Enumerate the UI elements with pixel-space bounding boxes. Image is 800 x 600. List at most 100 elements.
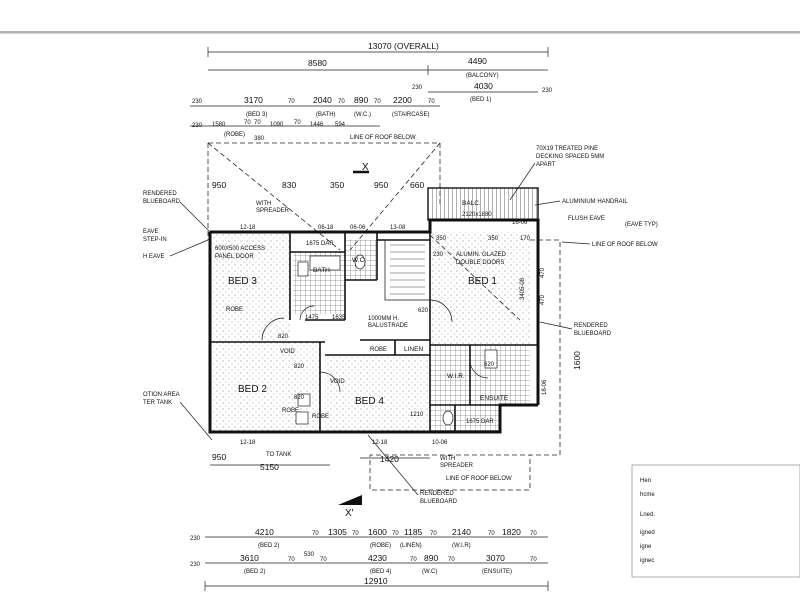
note-balustrade-1: 1000MM H. [368, 316, 399, 322]
dim-row3-70c: 70 [374, 99, 381, 105]
dim-3405: 3405-08 [520, 277, 526, 300]
top-dimensions: 13070 (OVERALL) 8580 4490 (BALCONY) 230 … [190, 41, 553, 142]
window-mark-3: 06-06 [350, 225, 366, 231]
note-handrail: ALUMINIUM HANDRAIL [562, 199, 628, 205]
dim-350c: 350 [488, 236, 499, 242]
note-flush-eave: FLUSH EAVE [568, 216, 605, 222]
cut-text-4: igned [640, 530, 655, 536]
dim-1210: 1210 [410, 412, 424, 418]
dim-b2-3610: 3610 [240, 553, 259, 563]
window-mark-8: 16-06 [512, 220, 528, 226]
fan-label-1: 1675 DAR [306, 241, 334, 247]
room-bed4: BED 4 [355, 396, 384, 407]
dim-4030: 4030 [474, 81, 493, 91]
dim-row4-230: 230 [192, 123, 203, 129]
room-robe-c: ROBE [282, 408, 299, 414]
cut-text-5: igne [640, 544, 652, 550]
dim-b2-70a: 70 [288, 557, 295, 563]
note-line-roof-bottom: LINE OF ROOF BELOW [446, 476, 512, 482]
dim-b1-1820: 1820 [502, 527, 521, 537]
dim-b2-wc: (W.C) [422, 569, 437, 575]
dim-470b: 470 [540, 294, 546, 305]
room-robe-b: ROBE [370, 347, 387, 353]
room-bed2: BED 2 [238, 384, 267, 395]
dim-b2-230: 230 [190, 562, 201, 568]
room-wc: W.C. [352, 257, 366, 264]
dim-620b: 620 [484, 362, 495, 368]
note-eave-left-1: EAVE [143, 229, 159, 235]
dim-950a: 950 [212, 180, 226, 190]
fan-label-2: 1675 DAR [466, 419, 494, 425]
dim-b1-4210: 4210 [255, 527, 274, 537]
dim-b1-70c: 70 [392, 531, 399, 537]
dim-b1-1305: 1305 [328, 527, 347, 537]
dim-row4-1580: 1580 [212, 122, 226, 128]
dim-230b: 230 [542, 88, 553, 94]
dim-350b: 350 [436, 236, 447, 242]
dim-b1-2140: 2140 [452, 527, 471, 537]
note-line-roof-right: LINE OF ROOF BELOW [592, 242, 658, 248]
dim-row3-bed3: (BED 3) [246, 112, 267, 118]
note-alumin-doors-1: ALUMIN. GLAZED [456, 252, 507, 258]
note-decking-1: 70X19 TREATED PINE [536, 146, 598, 152]
section-x2-label: X' [345, 508, 354, 519]
section-x-top: X [353, 162, 369, 174]
note-balustrade-2: BALUSTRADE [368, 323, 408, 329]
dim-row3-3170: 3170 [244, 95, 263, 105]
dim-950c: 950 [212, 452, 226, 462]
dim-row3-70b: 70 [338, 99, 345, 105]
dim-950b: 950 [374, 180, 388, 190]
note-rendered-bottom-1: RENDERED [420, 491, 454, 497]
dim-overall: 13070 (OVERALL) [368, 41, 439, 51]
dim-row3-2040: 2040 [313, 95, 332, 105]
window-mark-7: 10-06 [432, 440, 448, 446]
dim-820b: 820 [294, 364, 305, 370]
dim-b1-70d: 70 [430, 531, 437, 537]
note-rendered-right-1: RENDERED [574, 323, 608, 329]
window-mark-1: 12-18 [240, 225, 256, 231]
note-decking-2: DECKING SPACED 5MM [536, 154, 604, 160]
dim-b1-bed2: (BED 2) [258, 543, 279, 549]
cut-text-3: Lned. [640, 512, 655, 518]
dim-row3-70d: 70 [428, 99, 435, 105]
dim-1600: 1600 [572, 351, 582, 370]
room-wir: W.I.R. [447, 373, 465, 380]
room-robe-a: ROBE [226, 307, 243, 313]
room-balc: BALC. [462, 200, 481, 207]
window-mark-5: 12-18 [240, 440, 256, 446]
dim-470a: 470 [540, 267, 546, 278]
dim-b2-bed2: (BED 2) [244, 569, 265, 575]
annotations: 70X19 TREATED PINE DECKING SPACED 5MM AP… [143, 146, 658, 505]
building: BALC. 2120x1880 [208, 180, 582, 472]
dim-bed1-label: (BED 1) [470, 97, 491, 103]
dim-4490: 4490 [468, 56, 487, 66]
dim-b1-70a: 70 [312, 531, 319, 537]
dim-1420: 1420 [380, 454, 399, 464]
dim-170: 170 [520, 236, 531, 242]
room-bed3: BED 3 [228, 276, 257, 287]
window-mark-4: 13-08 [390, 225, 406, 231]
dim-b1-robe: (ROBE) [370, 543, 391, 549]
note-eave-typ: (EAVE TYP) [625, 222, 658, 228]
balc-size: 2120x1880 [462, 212, 492, 218]
note-with-spreader-bottom-1: WITH [440, 456, 455, 462]
dim-350a: 350 [330, 180, 344, 190]
dim-b1-230: 230 [190, 536, 201, 542]
note-with-spreader-bottom-2: SPREADER [440, 463, 474, 469]
cut-text-1: Hen [640, 478, 651, 484]
dim-row4-70a: 70 [244, 120, 251, 126]
dim-row4-594: 594 [335, 122, 346, 128]
note-detention-2: TER TANK [143, 400, 172, 406]
dim-row3-890: 890 [354, 95, 368, 105]
dim-row3-staircase: (STAIRCASE) [392, 112, 430, 118]
note-eave-left-2: STEP-IN [143, 237, 167, 243]
dim-b2-4230: 4230 [368, 553, 387, 563]
note-rendered-right-2: BLUEBOARD [574, 331, 612, 337]
void-label-2: VOID [330, 379, 345, 385]
dim-row3-bath: (BATH) [316, 112, 336, 118]
cut-text-2: hcme [640, 492, 655, 498]
note-to-tank: TO TANK [266, 452, 291, 458]
dim-b1-1185: 1185 [404, 527, 423, 537]
dim-b2-70e: 70 [530, 557, 537, 563]
dim-b2-bed4: (BED 4) [370, 569, 391, 575]
